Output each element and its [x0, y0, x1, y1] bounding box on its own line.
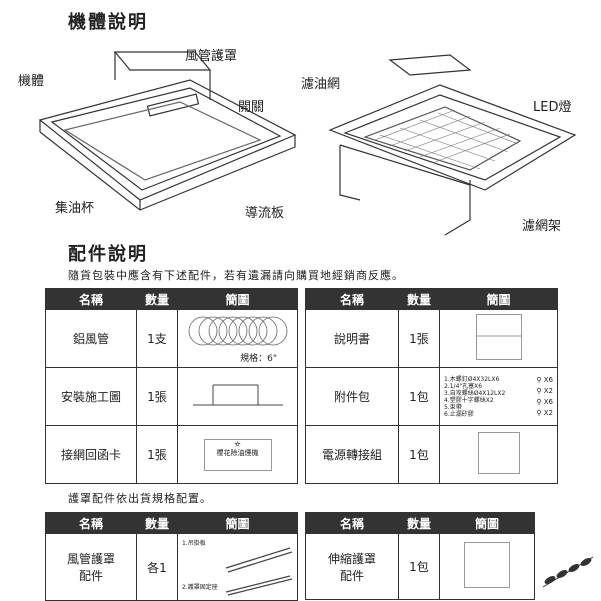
row-name-line: 伸縮護罩 — [327, 551, 376, 566]
table-row: 安裝施工圖 1張 — [45, 367, 298, 426]
part-label: 2.護罩固定座 — [182, 584, 218, 591]
row-name: 鋁風管 — [45, 309, 137, 368]
install-drawing-figure — [177, 367, 298, 426]
label-duct-cover: 風管護罩 — [185, 49, 238, 64]
screw-icons: ⚲ X6 ⚲ X2 ⚲ X6 ⚲ X2 — [536, 375, 553, 417]
cover-note: 護罩配件依出貨規格配置。 — [68, 492, 212, 505]
count-label: X2 — [543, 408, 553, 417]
label-filter-rack: 濾網架 — [522, 219, 562, 234]
table-row: 說明書 1張 — [305, 309, 558, 368]
parts-item: 4.塑膠十字螺絲X2 — [444, 396, 494, 404]
install-drawing-icon — [192, 384, 283, 406]
section-title-body: 機體說明 — [68, 12, 148, 33]
row-name: 說明書 — [305, 309, 399, 368]
row-qty: 各1 — [136, 533, 178, 601]
col-header-qty: 數量 — [398, 512, 440, 534]
accessory-table-left: 名稱 數量 簡圖 鋁風管 1支 規格：6" 安裝施工圖 1張 — [45, 288, 298, 484]
table-row: 風管護罩 配件 各1 1.吊掛板 2.護罩固定座 — [45, 533, 298, 601]
col-header-qty: 數量 — [398, 288, 440, 310]
parts-item: 5.束帶 — [444, 403, 462, 411]
row-qty: 1支 — [136, 309, 178, 368]
row-name-line: 配件 — [78, 569, 103, 583]
duct-spec: 規格：6" — [240, 353, 277, 364]
col-header-name: 名稱 — [305, 288, 399, 310]
parts-item: 2.1/4"孔塞X6 — [444, 382, 483, 390]
row-name: 安裝施工圖 — [45, 367, 137, 426]
section-title-accessories: 配件說明 — [68, 244, 148, 265]
row-name: 接網回函卡 — [45, 425, 137, 484]
bracket-icon — [225, 547, 293, 596]
reply-card-text: 櫻花除油煙機 — [216, 448, 259, 457]
hood-diagram-left — [38, 51, 297, 211]
label-led: LED燈 — [533, 100, 572, 115]
table-row: 電源轉接組 1包 — [305, 425, 558, 484]
cover-table-right: 名稱 數量 簡圖 伸縮護罩 配件 1包 — [305, 512, 535, 600]
col-header-qty: 數量 — [136, 288, 178, 310]
parts-item: 6.止漏矽膠 — [444, 410, 474, 418]
col-header-figure: 簡圖 — [439, 288, 558, 310]
row-qty: 1張 — [398, 309, 440, 368]
table-row: 接網回函卡 1張 ⛤ 櫻花除油煙機 — [45, 425, 298, 484]
part-label: 1.吊掛板 — [182, 540, 206, 547]
duct-cover-parts-figure: 1.吊掛板 2.護罩固定座 — [177, 533, 298, 601]
row-name: 風管護罩 配件 — [45, 533, 137, 601]
telescopic-cover-pack-icon — [464, 542, 510, 588]
accessory-table-right: 名稱 數量 簡圖 說明書 1張 附件包 1包 1.木螺釘Ø4X32LX6 2.1… — [305, 288, 558, 484]
col-header-figure: 簡圖 — [177, 288, 298, 310]
accessories-note: 隨貨包裝中應含有下述配件，若有遺漏請向購買地經銷商反應。 — [68, 269, 404, 282]
row-qty: 1包 — [398, 533, 440, 600]
row-name: 電源轉接組 — [305, 425, 399, 484]
table-row: 鋁風管 1支 規格：6" — [45, 309, 298, 368]
row-qty: 1包 — [398, 425, 440, 484]
label-guide-plate: 導流板 — [245, 206, 285, 221]
manual-figure — [439, 309, 558, 368]
parts-pack-figure: 1.木螺釘Ø4X32LX6 2.1/4"孔塞X6 3.自攻螺絲Ø4X12LX2 … — [439, 367, 558, 426]
power-adapter-icon — [477, 432, 520, 474]
count-label: X6 — [543, 375, 553, 384]
parts-item: 3.自攻螺絲Ø4X12LX2 — [444, 389, 506, 397]
label-body: 機體 — [18, 74, 45, 89]
cover-table-left: 名稱 數量 簡圖 風管護罩 配件 各1 1.吊掛板 2.護罩固定座 — [45, 512, 298, 601]
count-label: X2 — [543, 386, 553, 395]
row-name: 附件包 — [305, 367, 399, 426]
reply-card-figure: ⛤ 櫻花除油煙機 — [177, 425, 298, 484]
col-header-name: 名稱 — [45, 512, 137, 534]
aluminum-duct-icon — [188, 316, 287, 345]
col-header-name: 名稱 — [305, 512, 399, 534]
row-name: 伸縮護罩 配件 — [305, 533, 399, 600]
col-header-figure: 簡圖 — [439, 512, 535, 534]
row-qty: 1張 — [136, 367, 178, 426]
label-filter: 濾油網 — [301, 77, 341, 92]
power-adapter-figure — [439, 425, 558, 484]
duct-figure: 規格：6" — [177, 309, 298, 368]
logo-icon: ⛤ — [234, 439, 241, 449]
row-name-line: 配件 — [339, 568, 364, 583]
telescopic-cover-figure — [439, 533, 535, 600]
col-header-name: 名稱 — [45, 288, 137, 310]
label-switch: 開關 — [238, 100, 265, 115]
col-header-figure: 簡圖 — [177, 512, 298, 534]
row-qty: 1張 — [136, 425, 178, 484]
count-label: X6 — [543, 397, 553, 406]
table-row: 附件包 1包 1.木螺釘Ø4X32LX6 2.1/4"孔塞X6 3.自攻螺絲Ø4… — [305, 367, 558, 426]
parts-list: 1.木螺釘Ø4X32LX6 2.1/4"孔塞X6 3.自攻螺絲Ø4X12LX2 … — [444, 376, 505, 418]
label-oil-cup: 集油杯 — [55, 201, 95, 216]
col-header-qty: 數量 — [136, 512, 178, 534]
row-qty: 1包 — [398, 367, 440, 426]
table-row: 伸縮護罩 配件 1包 — [305, 533, 535, 600]
leaf-decoration-icon — [542, 556, 594, 588]
row-name-line: 風管護罩 — [66, 552, 115, 566]
manual-icon — [475, 314, 522, 360]
hood-diagram-right — [328, 54, 577, 236]
parts-item: 1.木螺釘Ø4X32LX6 — [444, 375, 500, 383]
